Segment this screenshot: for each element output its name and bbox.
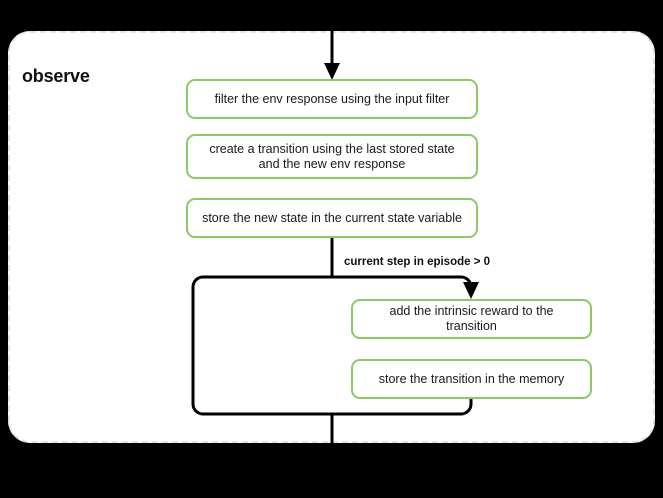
node-create-transition[interactable]: create a transition using the last store… [186, 134, 478, 179]
edge-condition-label: current step in episode > 0 [344, 256, 491, 268]
node-filter-env-response[interactable]: filter the env response using the input … [186, 79, 478, 119]
node-add-intrinsic-reward[interactable]: add the intrinsic reward to the transiti… [351, 299, 592, 339]
node-store-new-state[interactable]: store the new state in the current state… [186, 198, 478, 238]
node-store-transition-memory[interactable]: store the transition in the memory [351, 359, 592, 399]
page-title: observe [22, 66, 90, 86]
